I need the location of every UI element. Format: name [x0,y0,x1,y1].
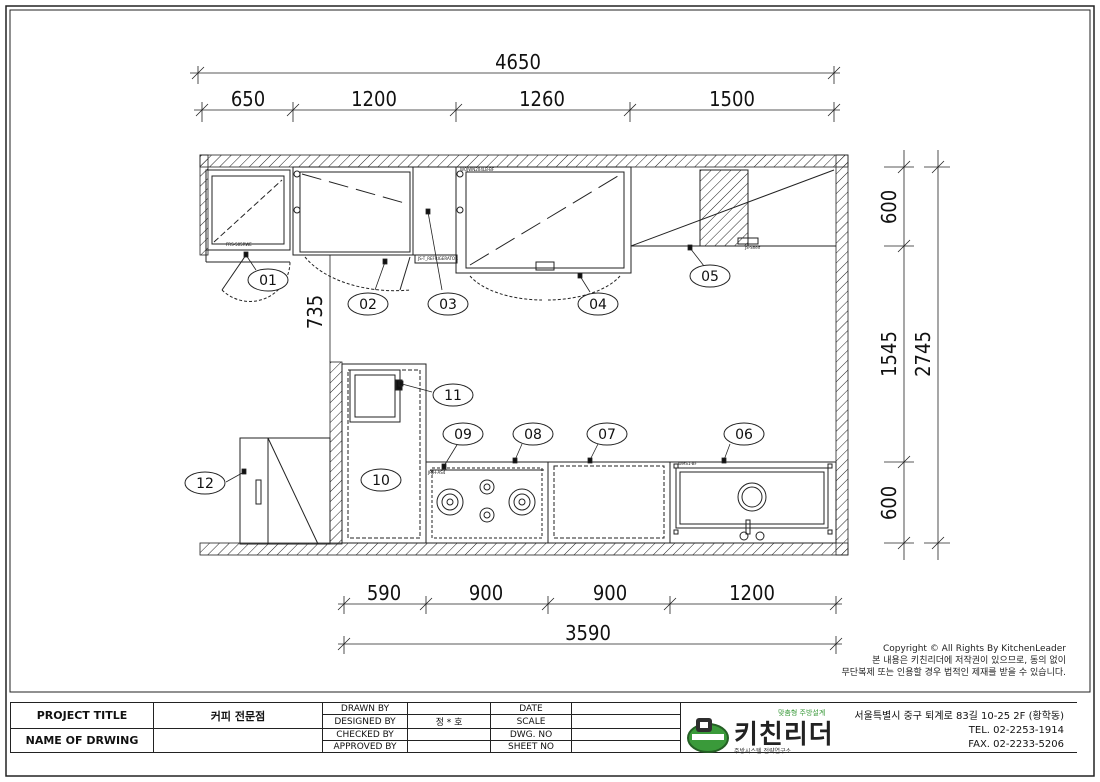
brand-logo: 맞춤형 주방설계 키친리더 주방시스템 전략연구소 [686,708,848,760]
drawn-by-value [407,702,491,715]
brand-name: 키친리더 [734,720,834,750]
tag-03: 03 [439,297,457,313]
approved-by-label: APPROVED BY [322,740,408,753]
drawn-by-label: DRAWN BY [322,702,408,715]
sheet-no-value [571,740,681,753]
copyright-line3: 무단복제 또는 인용할 경우 법적인 제재를 받을 수 있습니다. [841,668,1066,678]
tag-bubbles [184,264,765,495]
dwg-no-label: DWG. NO [490,728,572,741]
dim-bottom-4: 1200 [729,581,775,605]
upper-leaders [243,208,705,293]
checked-by-label: CHECKED BY [322,728,408,741]
designer-value: 정 * 호 [407,714,491,729]
tag-09: 09 [454,427,472,443]
dim-top-1: 650 [231,87,265,111]
tag-01: 01 [259,273,277,289]
project-title-label: PROJECT TITLE [10,702,154,729]
tag-07: 07 [598,427,616,443]
label-fridge1: FRS-505RWE [226,242,252,247]
scale-value [571,714,681,729]
scale-label: SCALE [490,714,572,729]
label-fridge2: JS-T_REFRIGERATOR [417,256,458,261]
dim-top-2: 1200 [351,87,397,111]
dim-top-3: 1260 [519,87,565,111]
copyright-note: Copyright © All Rights By KitchenLeader … [842,643,1066,679]
address-line: 서울특별시 중구 퇴계로 83길 10-25 2F (황학동) [854,711,1064,722]
dim-left-aisle: 735 [303,295,327,329]
dim-bottom-total: 3590 [565,621,611,645]
title-block: PROJECT TITLE 커피 전문점 DRAWN BY DATE DESIG… [10,702,1077,753]
dim-bottom-1: 590 [367,581,401,605]
dim-right-2: 1545 [877,331,901,377]
date-value [571,702,681,715]
lower-leaders [225,380,731,483]
tag-04: 04 [589,297,607,313]
tag-10: 10 [372,473,390,489]
tel-line: TEL. 02-2253-1914 [968,725,1064,736]
brand-tagline: 맞춤형 주방설계 [778,709,826,717]
project-title-value: 커피 전문점 [153,702,323,729]
dim-right-1: 600 [877,190,901,224]
date-label: DATE [490,702,572,715]
dim-bottom-2: 900 [469,581,503,605]
kitchen-leader-logo-icon [687,718,729,753]
checked-by-value [407,728,491,741]
drawing-frame [9,9,1091,693]
lower-equipment [239,363,837,545]
tag-05: 05 [701,269,719,285]
tag-06: 06 [735,427,753,443]
bottom-dimension-lines [337,596,843,654]
brand-subtitle: 주방시스템 전략연구소 [734,748,792,755]
dim-right-3: 600 [877,486,901,520]
walls [199,154,849,556]
drawing-name-value [153,728,323,753]
top-dimension-lines [190,66,841,122]
outer-frame [5,5,1095,777]
tag-08: 08 [524,427,542,443]
label-table1: WOJWN204LB-BF [460,167,495,172]
copyright-line2: 본 내용은 키친리더에 저작권이 있으므로, 동의 없이 [872,656,1066,666]
upper-equipment [205,166,836,302]
dim-top-4: 1500 [709,87,755,111]
tag-11: 11 [444,388,462,404]
tag-02: 02 [359,297,377,313]
dim-right-total: 2745 [911,331,935,377]
dwg-no-value [571,728,681,741]
dim-bottom-3: 900 [593,581,627,605]
designed-by-label: DESIGNED BY [322,714,408,729]
company-address: 서울특별시 중구 퇴계로 83길 10-25 2F (황학동) TEL. 02-… [854,710,1064,752]
drawing-name-label: NAME OF DRWING [10,728,154,753]
approved-by-value [407,740,491,753]
label-shelf: JS-Shelf [744,245,761,250]
label-burner: JRJH-AS4 [427,470,446,475]
sheet-no-label: SHEET NO [490,740,572,753]
copyright-line1: Copyright © All Rights By KitchenLeader [882,644,1066,654]
right-dimension-lines [884,150,950,560]
tag-12: 12 [196,476,214,492]
title-block-brand-cell [680,702,1077,753]
label-sink: WMS1-BF [678,461,698,466]
dim-top-total: 4650 [495,50,541,74]
fax-line: FAX. 02-2233-5206 [968,739,1064,750]
